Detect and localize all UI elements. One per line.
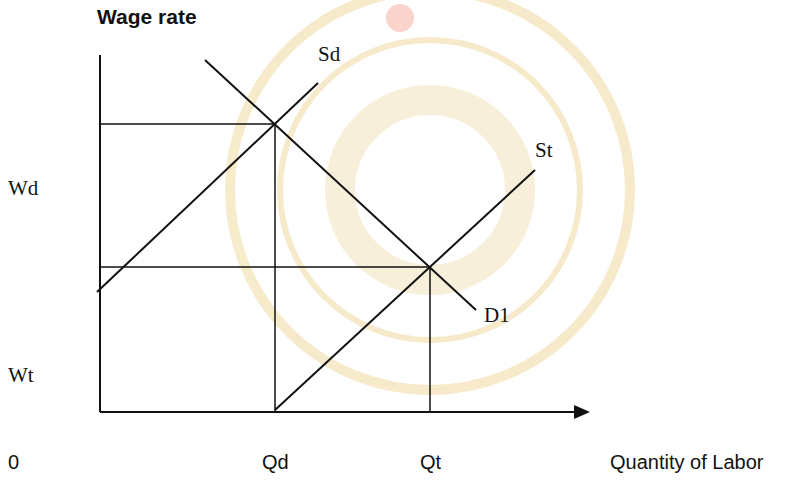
quantity-label: Qd bbox=[262, 452, 289, 472]
curve-label: D1 bbox=[484, 305, 510, 326]
axis-arrowhead bbox=[574, 405, 590, 419]
guide-line bbox=[429, 267, 431, 412]
axis-title: Quantity of Labor bbox=[610, 452, 763, 472]
quantity-label: Qt bbox=[420, 452, 441, 472]
supply-curve-sd bbox=[97, 83, 318, 292]
supply-curve-st bbox=[275, 170, 535, 410]
curve-label: St bbox=[535, 140, 553, 161]
curve-label: Sd bbox=[318, 44, 340, 65]
axis-title: Wage rate bbox=[97, 6, 197, 27]
guide-line bbox=[274, 124, 276, 412]
guide-line bbox=[100, 266, 430, 268]
wage-label: Wd bbox=[8, 178, 38, 199]
origin-label: 0 bbox=[8, 452, 19, 472]
guide-line bbox=[100, 123, 275, 125]
demand-curve bbox=[205, 60, 476, 310]
x-axis bbox=[100, 411, 578, 413]
wage-label: Wt bbox=[8, 365, 34, 386]
y-axis bbox=[99, 55, 101, 412]
